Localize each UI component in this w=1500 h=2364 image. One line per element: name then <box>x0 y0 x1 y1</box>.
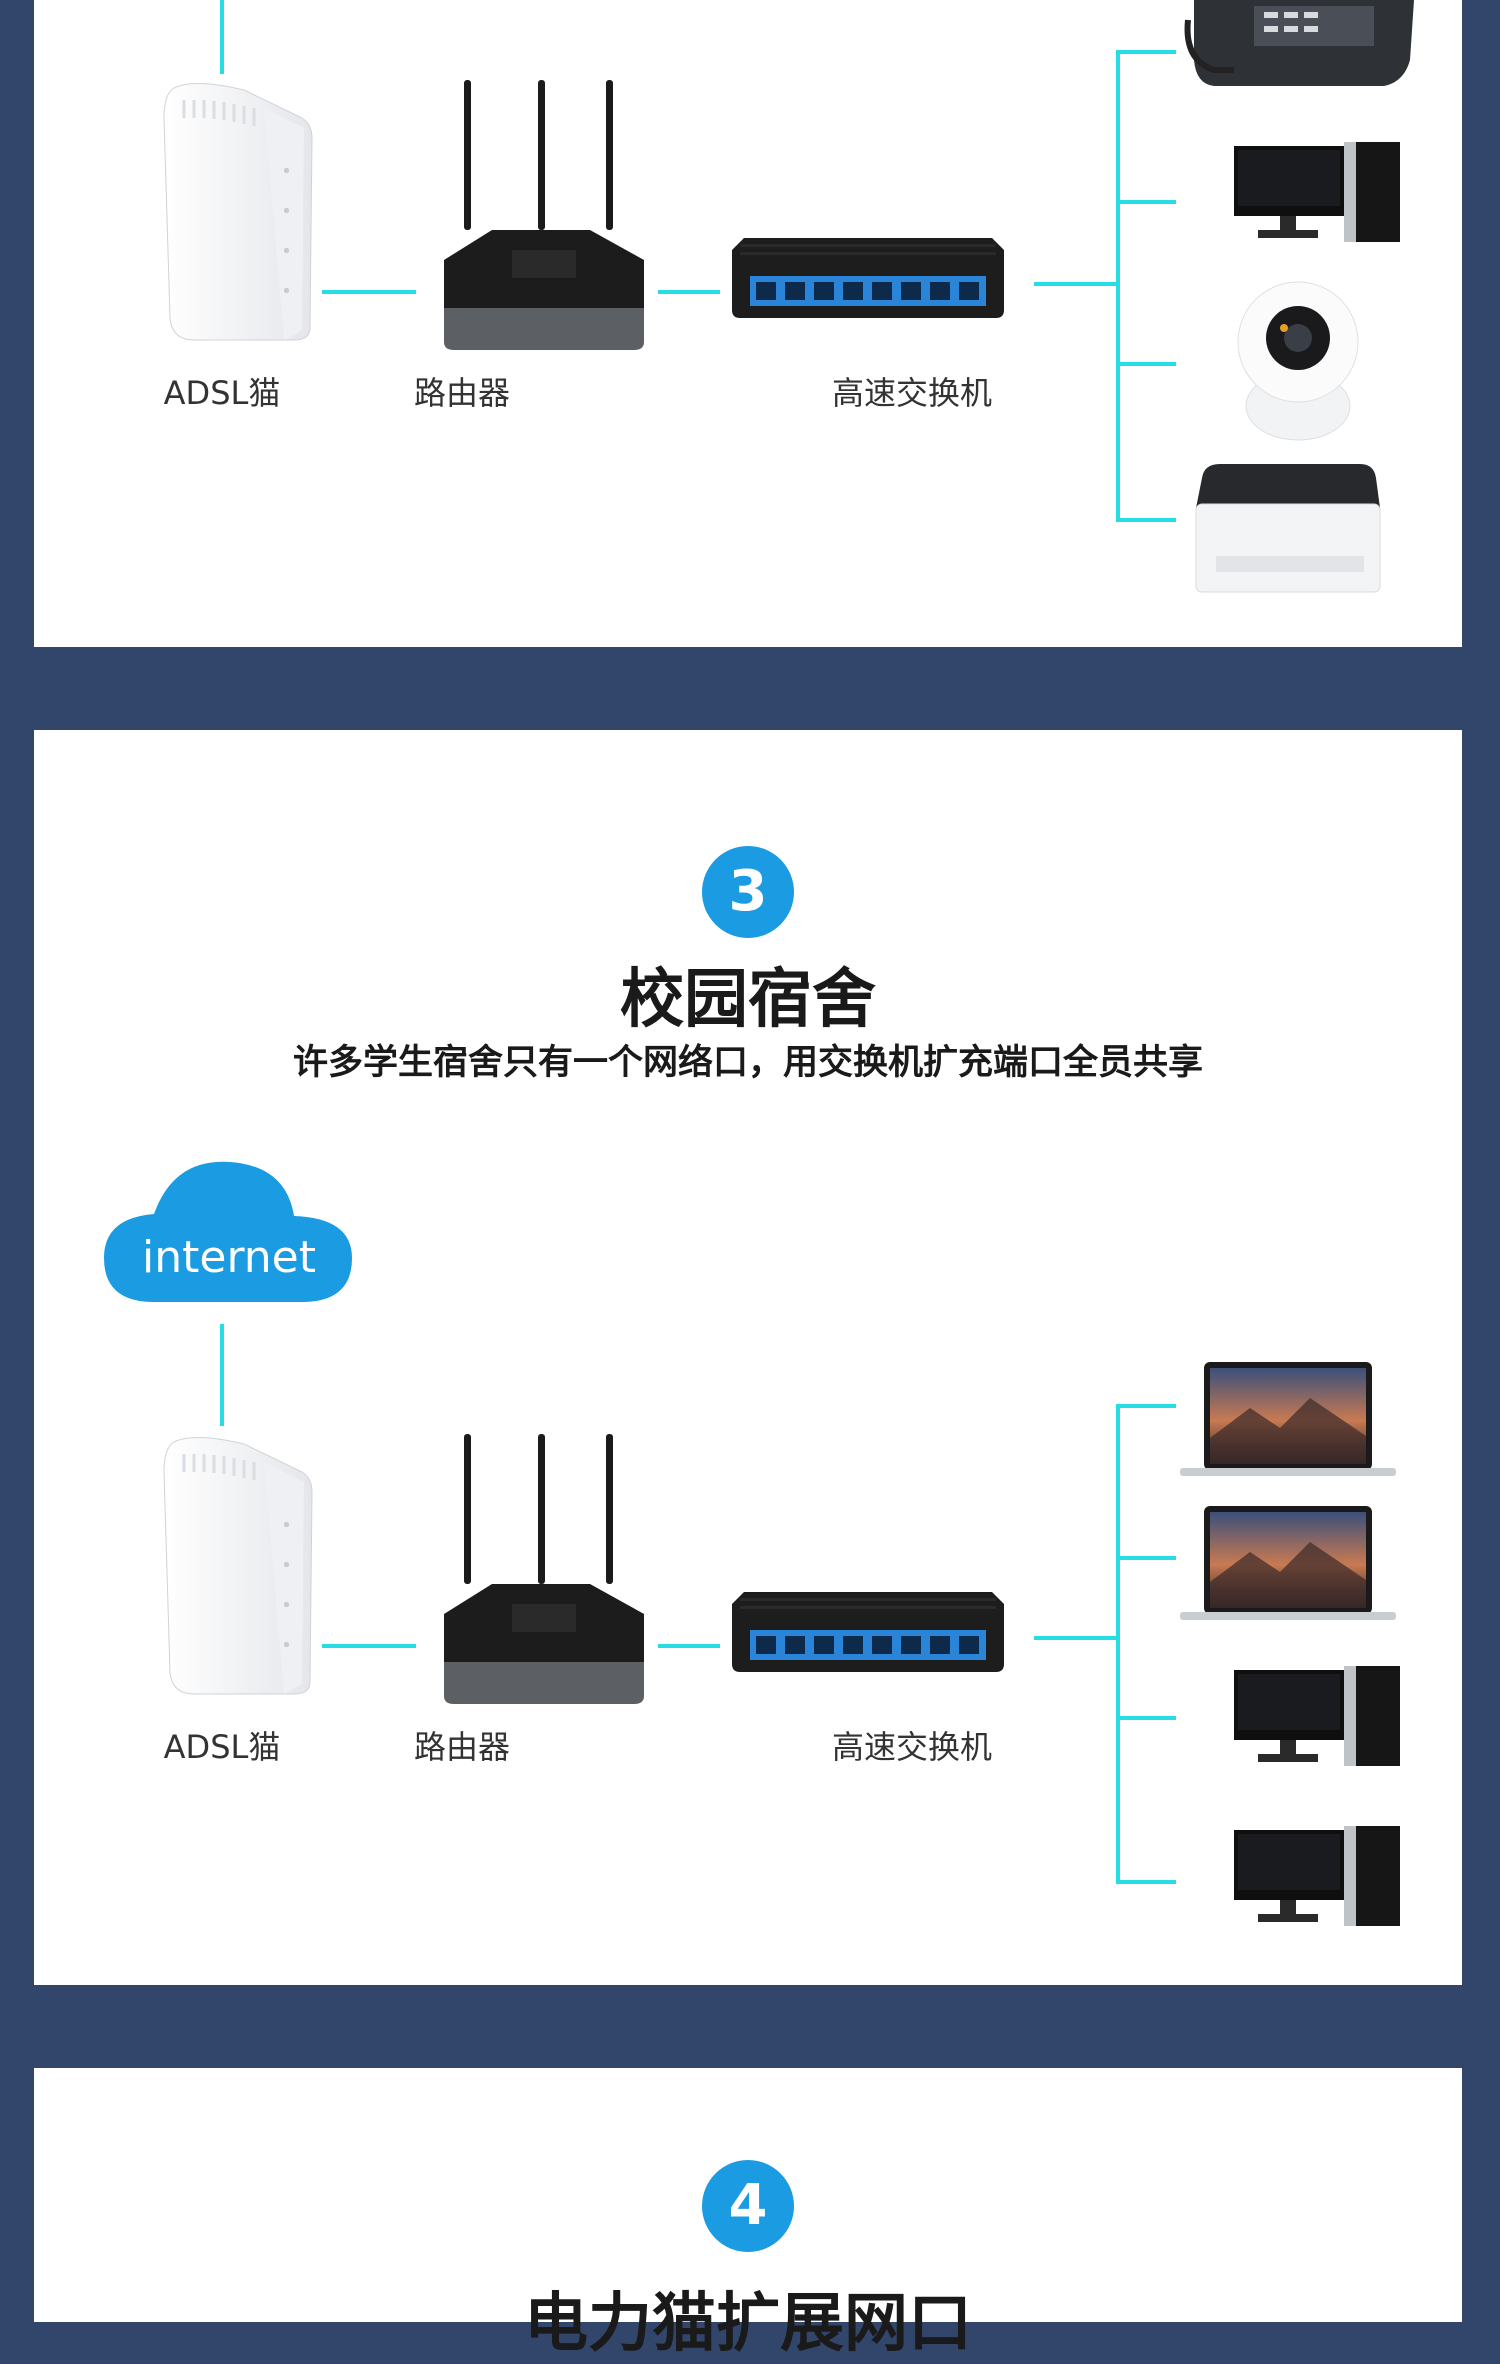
fax-machine-icon <box>1184 0 1414 86</box>
router-icon <box>444 1434 644 1704</box>
scenario-panel-powerline: 4 电力猫扩展网口 <box>34 2068 1462 2361</box>
desktop-computer-icon <box>1234 142 1400 242</box>
switch-label: 高速交换机 <box>831 374 992 412</box>
connector-line <box>1116 200 1176 204</box>
connector-line <box>220 0 224 74</box>
connector-line <box>1116 50 1176 54</box>
switch-label: 高速交换机 <box>831 1728 992 1766</box>
connector-line <box>322 290 416 294</box>
adsl-modem-icon <box>163 1436 313 1695</box>
internet-label: internet <box>142 1232 316 1283</box>
scenario-panel-campus-dorm: 3 校园宿舍 许多学生宿舍只有一个网络口，用交换机扩充端口全员共享 intern… <box>34 730 1462 1985</box>
router-label: 路由器 <box>413 374 510 412</box>
connector-line <box>1034 282 1116 286</box>
connector-line <box>322 1644 416 1648</box>
scenario-panel-office: ADSL猫 路由器 高速交换机 <box>34 0 1462 647</box>
switch-icon <box>732 1592 1004 1672</box>
connector-line <box>1116 1556 1176 1560</box>
printer-icon <box>1195 464 1381 593</box>
connector-line <box>1116 1716 1176 1720</box>
section-title: 电力猫扩展网口 <box>524 2287 972 2361</box>
connector-line <box>1116 518 1176 522</box>
connector-line <box>220 1324 224 1426</box>
modem-label: ADSL猫 <box>163 374 281 412</box>
step-number-badge: 4 <box>702 2160 794 2252</box>
router-icon <box>444 80 644 350</box>
section-title: 校园宿舍 <box>620 963 876 1037</box>
switch-icon <box>732 238 1004 318</box>
connector-line <box>1116 1404 1176 1408</box>
connector-line <box>1116 1404 1120 1884</box>
connector-line <box>1116 1880 1176 1884</box>
adsl-modem-icon <box>163 82 313 341</box>
section-subtitle: 许多学生宿舍只有一个网络口，用交换机扩充端口全员共享 <box>292 1043 1203 1083</box>
connector-line <box>1034 1636 1116 1640</box>
laptop-icon <box>1180 1362 1396 1476</box>
security-camera-icon <box>1237 281 1359 441</box>
connector-line <box>1116 50 1120 522</box>
step-number-badge: 3 <box>702 846 794 938</box>
internet-cloud-icon <box>104 1161 352 1302</box>
desktop-computer-icon <box>1234 1826 1400 1926</box>
connector-line <box>658 290 720 294</box>
connector-line <box>658 1644 720 1648</box>
router-label: 路由器 <box>413 1728 510 1766</box>
modem-label: ADSL猫 <box>163 1728 281 1766</box>
connector-line <box>1116 362 1176 366</box>
desktop-computer-icon <box>1234 1666 1400 1766</box>
laptop-icon <box>1180 1506 1396 1620</box>
